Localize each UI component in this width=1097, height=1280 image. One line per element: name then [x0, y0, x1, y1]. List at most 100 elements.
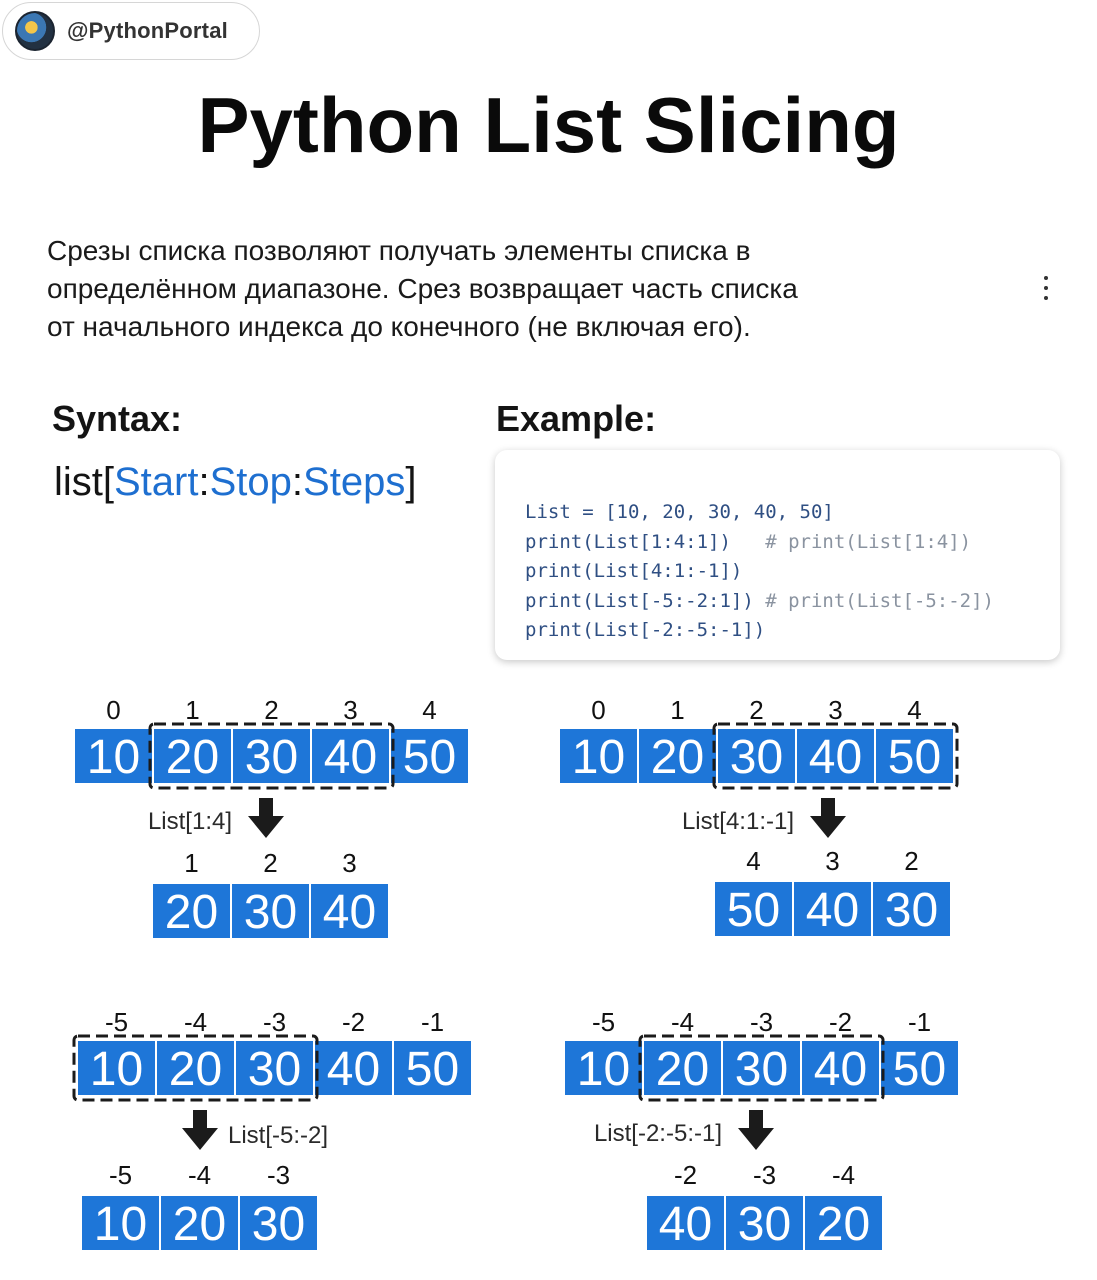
- result-cell: [805, 1196, 882, 1250]
- source-cell: [391, 729, 468, 783]
- down-arrow-icon: [248, 798, 284, 838]
- index-label: 4: [422, 695, 436, 725]
- index-label: -4: [184, 1007, 207, 1037]
- source-cell: [797, 729, 874, 783]
- index-label: -3: [263, 1007, 286, 1037]
- source-cell: [881, 1041, 958, 1095]
- index-label: -4: [671, 1007, 694, 1037]
- index-label: 0: [591, 695, 605, 725]
- more-options-icon[interactable]: [1044, 276, 1050, 306]
- result-index-label: 3: [342, 848, 356, 878]
- code-line: print(List[-2:-5:-1]): [525, 619, 766, 641]
- result-cell: [647, 1196, 724, 1250]
- result-cell-value: 40: [323, 886, 376, 939]
- index-label: -2: [829, 1007, 852, 1037]
- description-line: от начального индекса до конечного (не в…: [47, 311, 751, 342]
- result-cell: [794, 882, 871, 936]
- index-label: 1: [185, 695, 199, 725]
- code-line: print(List[1:4:1]) # print(List[1:4]): [525, 530, 972, 553]
- result-index-label: 4: [746, 846, 760, 876]
- channel-badge[interactable]: @PythonPortal: [2, 2, 260, 60]
- index-label: -5: [592, 1007, 615, 1037]
- syntax-suffix: ]: [405, 460, 417, 504]
- index-label: -1: [421, 1007, 444, 1037]
- slice-expression-label: List[1:4]: [148, 808, 232, 835]
- channel-avatar: [15, 11, 55, 51]
- source-cell-value: 30: [730, 731, 783, 784]
- syntax-stop: Stop: [209, 460, 292, 504]
- source-cell: [639, 729, 716, 783]
- source-cell-value: 40: [814, 1043, 867, 1096]
- description-line: определённом диапазоне. Срез возвращает …: [47, 273, 798, 304]
- down-arrow-icon: [182, 1110, 218, 1150]
- slice-expression-label: List[-2:-5:-1]: [594, 1120, 722, 1147]
- source-cell: [723, 1041, 800, 1095]
- result-cell-value: 20: [173, 1198, 226, 1251]
- source-cell-value: 50: [406, 1043, 459, 1096]
- result-index-label: 1: [184, 848, 198, 878]
- result-cell-value: 20: [817, 1198, 870, 1251]
- page-title: Python List Slicing: [197, 81, 900, 169]
- source-cell-value: 40: [809, 731, 862, 784]
- source-cell-value: 50: [403, 731, 456, 784]
- slice-expression-label: List[4:1:-1]: [682, 808, 794, 835]
- selection-dashed-box: [712, 722, 959, 790]
- source-cell: [233, 729, 310, 783]
- result-cell: [153, 884, 230, 938]
- selection-dashed-box: [72, 1034, 319, 1102]
- source-cell-value: 40: [324, 731, 377, 784]
- syntax-heading: Syntax:: [52, 398, 183, 439]
- source-cell-value: 20: [166, 731, 219, 784]
- source-cell-value: 20: [651, 731, 704, 784]
- selection-dashed-box: [638, 1034, 885, 1102]
- result-cell: [161, 1196, 238, 1250]
- result-cell-value: 20: [165, 886, 218, 939]
- source-cell: [157, 1041, 234, 1095]
- source-cell: [802, 1041, 879, 1095]
- down-arrow-icon: [738, 1110, 774, 1150]
- down-arrow-icon: [810, 798, 846, 838]
- result-index-label: -4: [188, 1160, 211, 1190]
- result-index-label: -2: [674, 1160, 697, 1190]
- result-index-label: -3: [267, 1160, 290, 1190]
- result-index-label: -5: [109, 1160, 132, 1190]
- description-text: Срезы списка позволяют получать элементы…: [47, 232, 1037, 346]
- source-cell: [560, 729, 637, 783]
- source-cell-value: 10: [577, 1043, 630, 1096]
- source-cell-value: 50: [888, 731, 941, 784]
- index-label: 3: [828, 695, 842, 725]
- result-cell-value: 40: [806, 884, 859, 937]
- index-label: -2: [342, 1007, 365, 1037]
- index-label: -1: [908, 1007, 931, 1037]
- description-line: Срезы списка позволяют получать элементы…: [47, 235, 751, 266]
- source-cell-value: 10: [87, 731, 140, 784]
- source-cell: [718, 729, 795, 783]
- selection-dashed-box: [148, 722, 395, 790]
- source-cell: [394, 1041, 471, 1095]
- source-cell: [78, 1041, 155, 1095]
- result-cell: [232, 884, 309, 938]
- index-label: 2: [264, 695, 278, 725]
- index-label: -3: [750, 1007, 773, 1037]
- source-cell: [236, 1041, 313, 1095]
- example-heading: Example:: [496, 398, 657, 439]
- source-cell: [565, 1041, 642, 1095]
- result-index-label: -4: [832, 1160, 855, 1190]
- index-label: 1: [670, 695, 684, 725]
- source-cell: [876, 729, 953, 783]
- result-cell-value: 30: [885, 884, 938, 937]
- syntax-formula: list[Start:Stop:Steps]: [54, 460, 416, 505]
- result-cell-value: 50: [727, 884, 780, 937]
- code-line: print(List[-5:-2:1]) # print(List[-5:-2]…: [525, 589, 994, 612]
- syntax-steps: Steps: [303, 460, 406, 504]
- result-cell: [873, 882, 950, 936]
- source-cell: [644, 1041, 721, 1095]
- source-cell: [75, 729, 152, 783]
- result-index-label: 3: [825, 846, 839, 876]
- result-cell: [715, 882, 792, 936]
- index-label: 4: [907, 695, 921, 725]
- result-cell-value: 40: [659, 1198, 712, 1251]
- slice-expression-label: List[-5:-2]: [228, 1122, 328, 1149]
- source-cell-value: 30: [248, 1043, 301, 1096]
